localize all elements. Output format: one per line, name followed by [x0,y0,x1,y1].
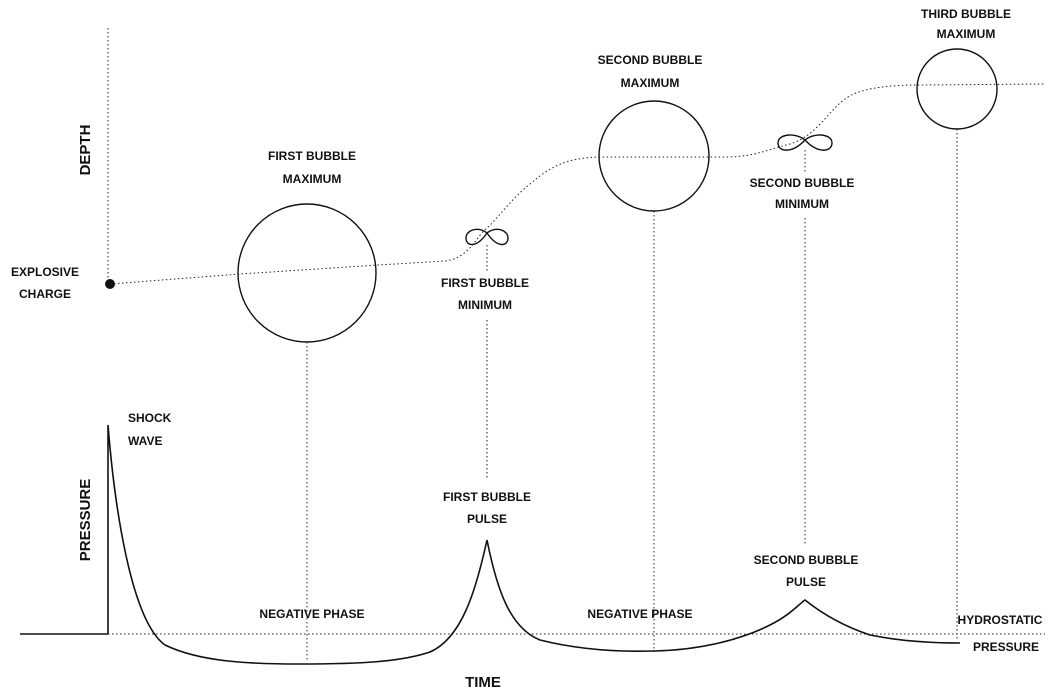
negative-phase-label-2: NEGATIVE PHASE [587,607,692,621]
second-bubble-maximum-label-line1: SECOND BUBBLE [598,53,703,67]
second-bubble-maximum-circle [598,100,710,212]
depth-axis-label: DEPTH [77,125,94,176]
third-bubble-maximum-label-line2: MAXIMUM [937,27,996,41]
bubble-migration-path [109,83,1046,285]
second-bubble-minimum-label-line2: MINIMUM [775,197,829,211]
second-bubble-minimum-shape [777,134,833,151]
time-axis-label: TIME [465,674,501,691]
first-bubble-minimum-label-line1: FIRST BUBBLE [441,276,529,290]
first-bubble-minimum-label-line2: MINIMUM [458,298,512,312]
explosive-charge-label-line1: EXPLOSIVE [11,265,79,279]
first-bubble-pulse-label-line2: PULSE [467,512,507,526]
second-bubble-pulse-label-line1: SECOND BUBBLE [754,553,859,567]
pressure-time-curve [107,424,961,665]
third-bubble-maximum-circle [916,48,998,130]
first-bubble-maximum-label-line2: MAXIMUM [283,172,342,186]
pressure-axis-label: PRESSURE [77,479,94,562]
second-bubble-maximum-label-line2: MAXIMUM [621,76,680,90]
negative-phase-label-1: NEGATIVE PHASE [259,607,364,621]
hydrostatic-pressure-label-line1-b: PRESSURE [973,640,1039,654]
first-bubble-minimum-shape [465,228,509,246]
second-bubble-minimum-label-line1: SECOND BUBBLE [750,176,855,190]
first-bubble-maximum-label-line1: FIRST BUBBLE [268,149,356,163]
third-bubble-maximum-label-line1: THIRD BUBBLE [921,7,1011,21]
shock-wave-label-line2: WAVE [128,434,162,448]
hydrostatic-pressure-label-line1: HYDROSTATIC [958,613,1043,627]
shock-wave-label-line1: SHOCK [128,411,172,425]
second-bubble-pulse-label-line2: PULSE [786,575,826,589]
explosive-charge-label-line2: CHARGE [19,287,71,301]
first-bubble-pulse-label-line1: FIRST BUBBLE [443,490,531,504]
